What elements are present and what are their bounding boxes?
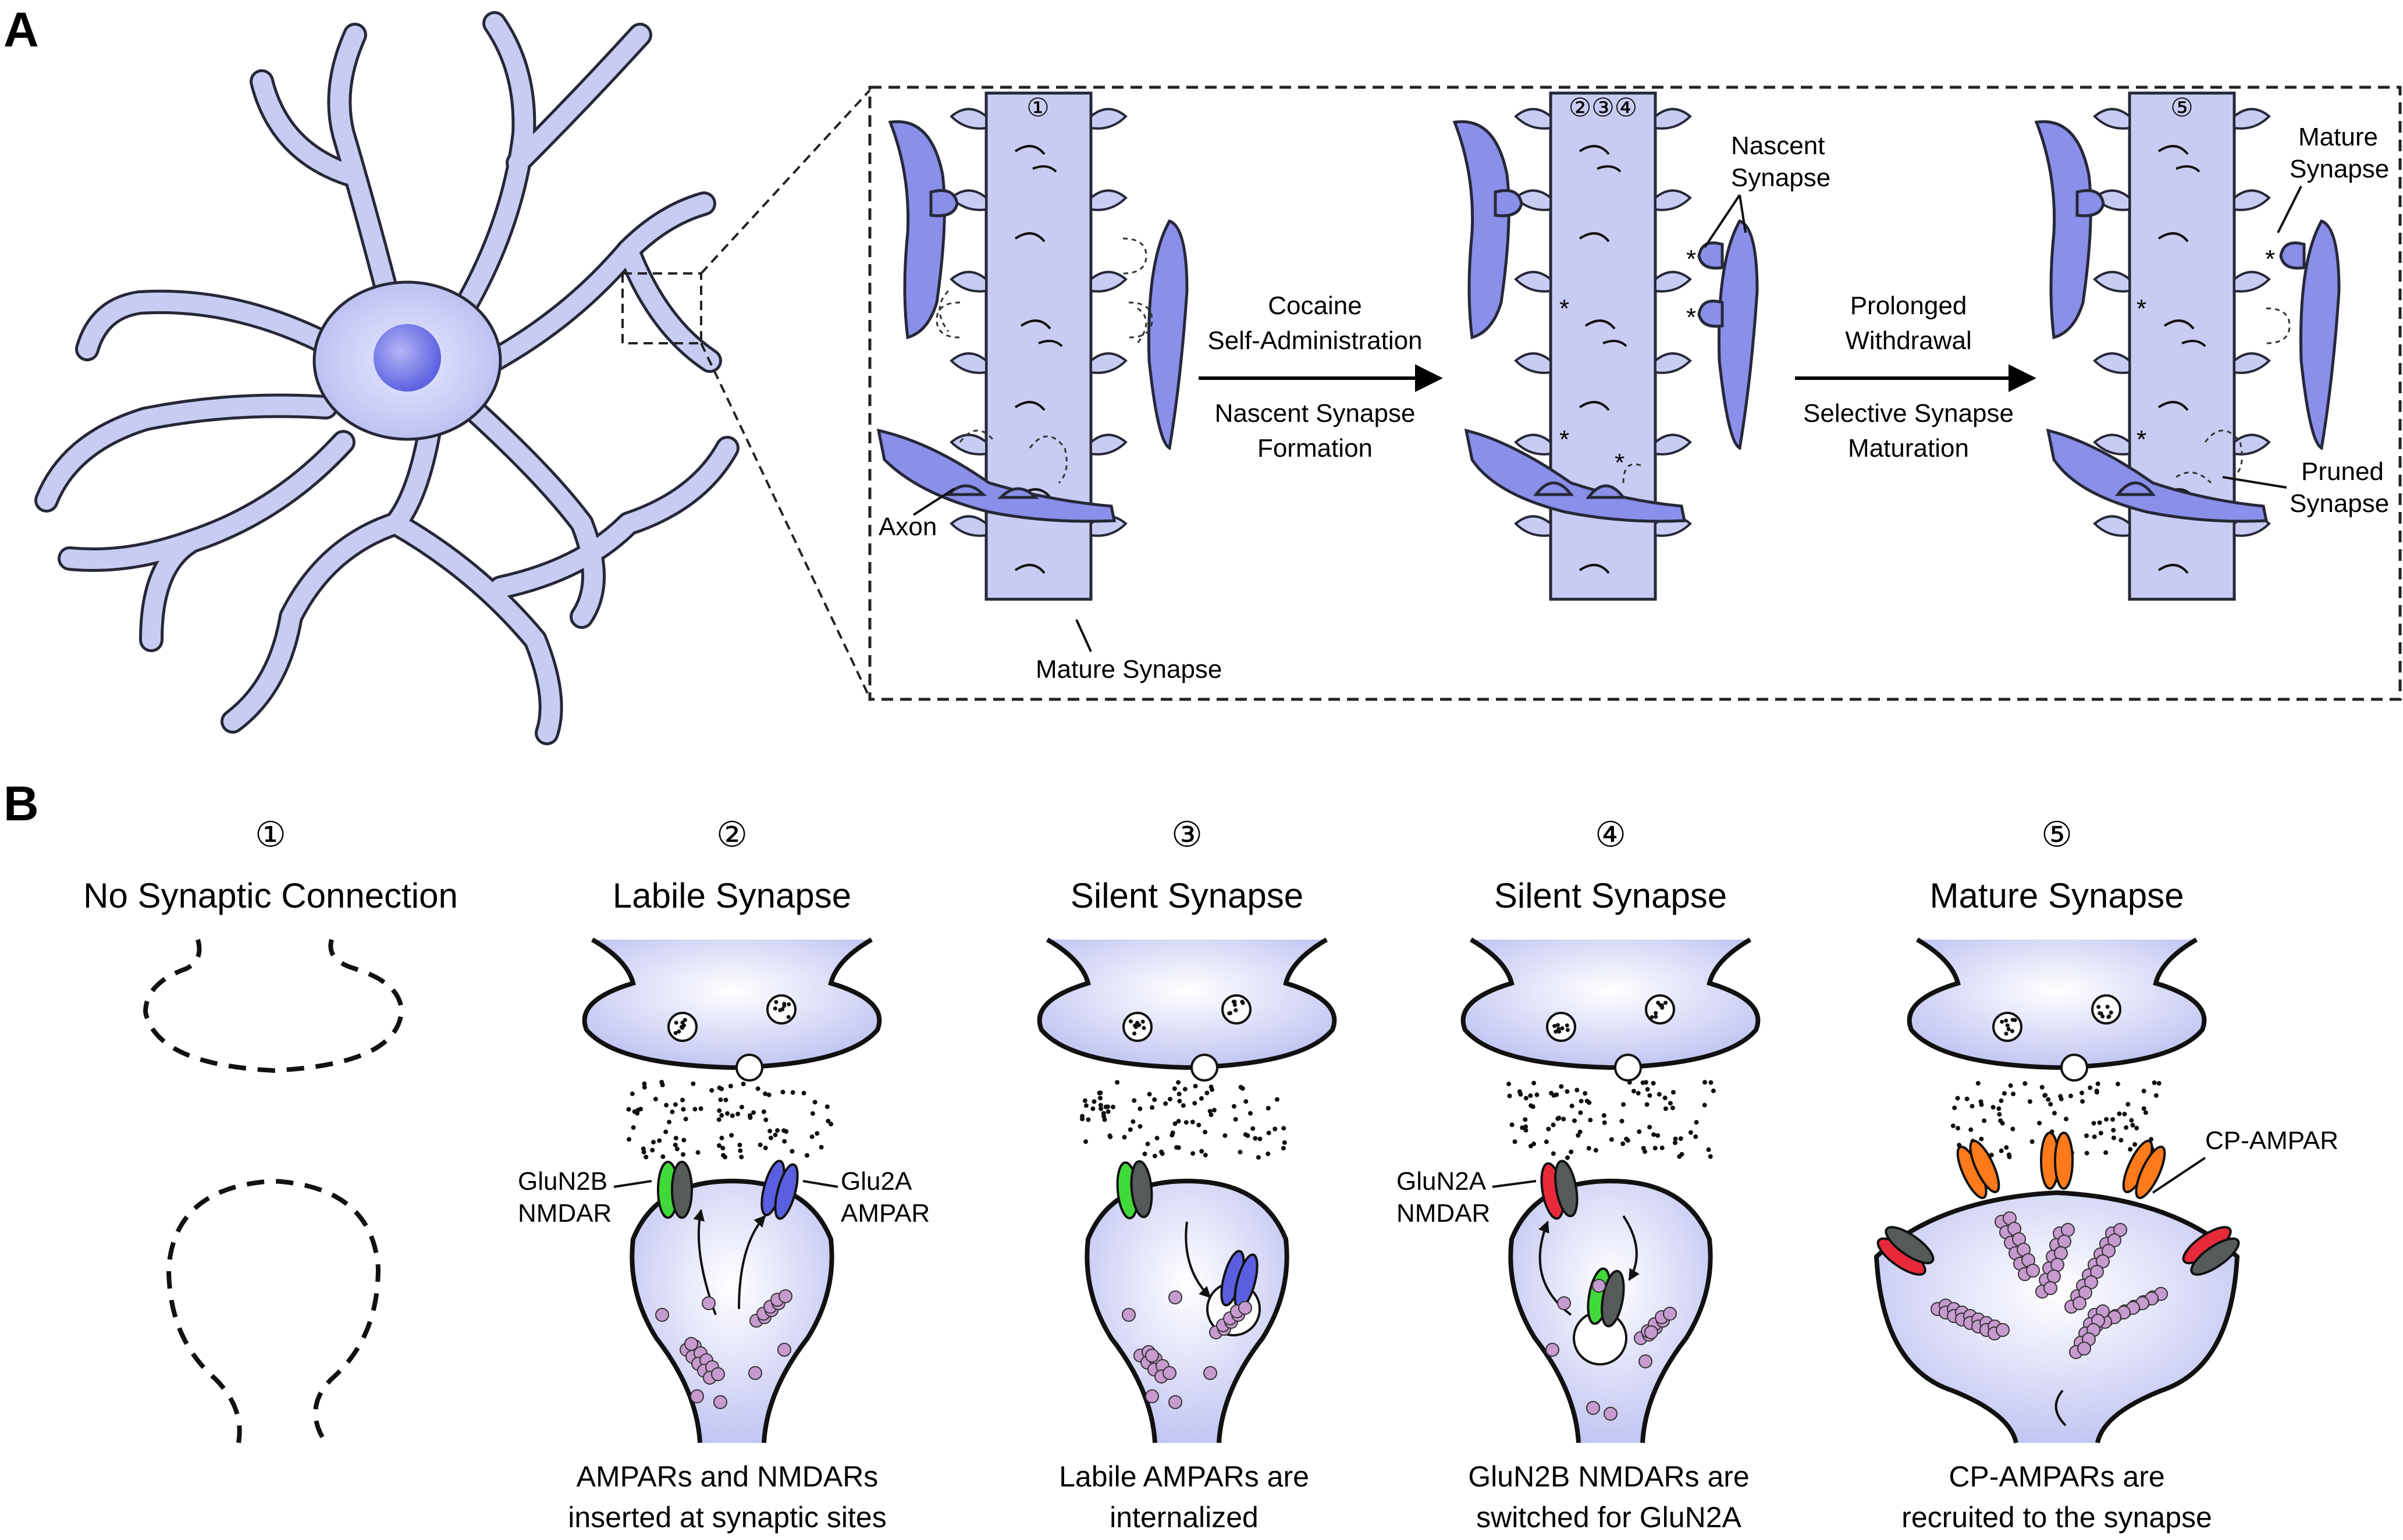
svg-text:Prolonged: Prolonged [1850,291,1967,320]
b5-presynaptic [1907,937,2207,1160]
b-title-3: Silent Synapse [1071,876,1303,915]
b2-presynaptic [582,937,882,1160]
nucleus [374,324,441,392]
b-marker-4: ④ [1595,815,1626,854]
svg-text:Nascent Synapse: Nascent Synapse [1215,399,1416,428]
b5-actin-6 [2069,1304,2110,1359]
b4-glun2a-nmdar [1540,1160,1579,1220]
b3-actin-2 [1209,1301,1252,1339]
asterisk-a2-1: * [1559,294,1569,323]
svg-text:Withdrawal: Withdrawal [1845,326,1972,355]
b-title-4: Silent Synapse [1494,876,1727,915]
panel-b-synapses [582,937,2240,1443]
zoom-box [621,272,702,344]
caption-4-line-1: GluN2B NMDARs are [1468,1460,1749,1493]
dendrite-stage-1 [951,93,1126,599]
svg-text:Selective Synapse: Selective Synapse [1803,399,2014,428]
b2-ampar [760,1160,799,1220]
b5-actin-2 [1995,1211,2040,1281]
svg-text:Cocaine: Cocaine [1268,291,1362,320]
b4-presynaptic [1460,937,1761,1160]
caption-5-line-2: recruited to the synapse [1901,1501,2212,1534]
panel-a-annotations: Axon Mature Synapse Nascent Synapse Matu… [879,123,2389,684]
asterisk-a3-2: * [2137,425,2146,454]
pruned-label-1: Pruned [2301,457,2384,486]
neuron-illustration [34,11,871,745]
b4-actin-1 [1634,1307,1677,1345]
pruned-label-2: Synapse [2290,489,2389,518]
svg-text:Self-Administration: Self-Administration [1207,326,1422,355]
b5-glun2a-left [1876,1226,1935,1276]
glu2a-label-1: Glu2A [841,1167,912,1196]
glun2b-label-2: NMDAR [518,1199,612,1228]
panel-b-headers: ① No Synaptic Connection ② Labile Synaps… [83,815,2184,915]
asterisk-a3-1: * [2137,294,2146,323]
b5-actin-3 [2035,1223,2075,1299]
b3-glun2b-nmdar [1116,1160,1153,1219]
asterisk-a2-2: * [1559,425,1569,454]
b1-dashed-outline [143,938,404,1445]
panel-b-captions: AMPARs and NMDARs inserted at synaptic s… [568,1460,2212,1534]
caption-3-line-2: internalized [1110,1501,1259,1534]
b-marker-2: ② [716,815,748,854]
asterisk-a2-5: * [1686,303,1696,332]
b-marker-1: ① [255,815,286,854]
glun2a-label-1: GluN2A [1396,1167,1487,1196]
b-title-5: Mature Synapse [1930,876,2184,915]
nascent-label-1: Nascent [1731,131,1825,160]
b2-postsynaptic [630,1178,834,1443]
svg-text:Formation: Formation [1257,434,1373,463]
b5-actin-4 [2064,1223,2127,1314]
mature-label-1: Mature [2298,123,2378,151]
b5-actin-1 [1931,1299,2010,1340]
glun2b-label-1: GluN2B [518,1167,607,1196]
b2-glun2b-nmdar [657,1161,693,1219]
panel-b-label: B [3,776,39,831]
zoom-frame [868,86,2402,701]
axons-stage-3: * * * [2034,120,2341,523]
stage-1-marker: ① [1026,94,1049,122]
b5-cp-ampar-2 [2040,1132,2074,1190]
axon-label: Axon [879,513,937,541]
stage-3-marker: ⑤ [2170,94,2193,122]
b5-glun2a-right [2182,1226,2240,1276]
b5-postsynaptic [1874,1190,2240,1443]
b-title-2: Labile Synapse [613,876,851,915]
glu2a-label-2: AMPAR [841,1199,930,1228]
caption-2-line-1: AMPARs and NMDARs [577,1460,879,1493]
nascent-label-2: Synapse [1731,163,1830,192]
b-title-1: No Synaptic Connection [83,876,458,915]
b3-postsynaptic [1085,1178,1289,1443]
b-marker-3: ③ [1171,815,1203,854]
caption-5-line-1: CP-AMPARs are [1949,1460,2164,1493]
caption-4-line-2: switched for GluN2A [1476,1501,1741,1534]
arrow-cocaine: Cocaine Self-Administration Nascent Syna… [1199,291,1443,463]
panel-b-labels: GluN2B NMDAR Glu2A AMPAR GluN2A NMDAR CP… [518,1126,2338,1228]
b5-cp-ampar-3 [2122,1139,2166,1200]
axons-stage-2: * * * * * [1452,120,1759,523]
glun2a-label-2: NMDAR [1396,1199,1490,1228]
asterisk-a2-3: * [1615,449,1624,477]
b3-presynaptic [1037,937,1337,1160]
svg-text:Maturation: Maturation [1848,434,1969,463]
dendrite-stage-3 [2095,93,2269,599]
b2-actin-2 [749,1289,792,1328]
mature-synapse-label: Mature Synapse [1036,655,1222,684]
caption-2-line-2: inserted at synaptic sites [568,1501,887,1534]
axons-stage-1 [876,120,1189,523]
b-marker-5: ⑤ [2041,815,2073,854]
panel-a-label: A [3,2,39,57]
b5-cp-ampar-1 [1956,1139,2000,1200]
asterisk-a3-3: * [2265,245,2275,273]
stage-2-marker: ②③④ [1569,94,1637,122]
dendrite-stage-2 [1516,93,1690,599]
asterisk-a2-4: * [1686,245,1696,273]
mature-label-2: Synapse [2290,155,2389,183]
caption-3-line-1: Labile AMPARs are [1059,1460,1309,1493]
cp-ampar-label: CP-AMPAR [2205,1126,2338,1155]
arrow-withdrawal: Prolonged Withdrawal Selective Synapse M… [1795,291,2036,463]
